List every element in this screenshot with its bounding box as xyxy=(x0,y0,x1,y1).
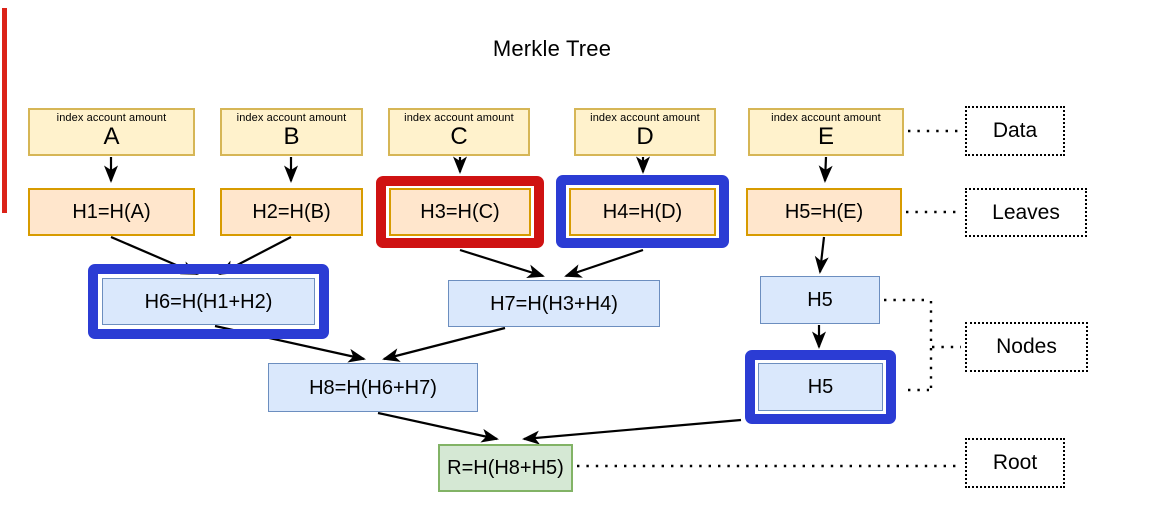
data-block-letter: A xyxy=(103,123,120,150)
arrow-h4-to-h7 xyxy=(564,248,644,278)
data-to-leaf-arrows xyxy=(104,156,833,183)
arrow-h5-to-root xyxy=(522,418,742,445)
data-block-d: index account amount D xyxy=(574,108,716,156)
data-block-header: index account amount xyxy=(56,112,167,124)
node-h8: H8=H(H6+H7) xyxy=(268,363,478,412)
node-to-root-arrows xyxy=(377,411,742,445)
data-block-b: index account amount B xyxy=(220,108,363,156)
data-block-letter: D xyxy=(636,123,654,150)
arrow-h7-to-h8 xyxy=(382,326,506,362)
row-label-root: Root xyxy=(965,438,1065,488)
data-block-header: index account amount xyxy=(404,112,514,124)
leaf-hash-h3: H3=H(C) xyxy=(389,188,531,236)
legend-dotted-connectors xyxy=(577,129,961,468)
arrow-h8-to-root xyxy=(377,411,499,443)
diagram-title: Merkle Tree xyxy=(492,36,612,61)
left-edge-red-bar xyxy=(2,8,7,213)
node-h7: H7=H(H3+H4) xyxy=(448,280,660,327)
data-block-letter: B xyxy=(283,123,300,150)
data-block-header: index account amount xyxy=(590,112,700,124)
data-block-header: index account amount xyxy=(236,112,347,124)
row-label-nodes: Nodes xyxy=(965,322,1088,372)
arrow-h3-to-h7 xyxy=(459,248,545,279)
row-label-data: Data xyxy=(965,106,1065,156)
root-node: R=H(H8+H5) xyxy=(438,444,573,492)
node-h5-upper: H5 xyxy=(760,276,880,324)
data-block-header: index account amount xyxy=(771,112,881,124)
data-block-c: index account amount C xyxy=(388,108,530,156)
row-label-leaves: Leaves xyxy=(965,188,1087,237)
data-block-e: index account amount E xyxy=(748,108,904,156)
data-block-a: index account amount A xyxy=(28,108,195,156)
data-block-letter: C xyxy=(450,123,468,150)
leaf-hash-h2: H2=H(B) xyxy=(220,188,363,236)
arrow-e-to-h5 xyxy=(818,156,833,183)
data-block-letter: E xyxy=(817,123,834,150)
blue-highlight-h4 xyxy=(556,175,729,248)
leaf-hash-h4: H4=H(D) xyxy=(569,188,716,236)
blue-highlight-h5-node xyxy=(745,350,896,424)
node-h5-lower: H5 xyxy=(758,363,883,411)
arrow-h5leaf-to-h5node xyxy=(814,236,829,274)
node-h6: H6=H(H1+H2) xyxy=(102,278,315,325)
leaf-hash-h5: H5=H(E) xyxy=(746,188,902,236)
red-highlight-h3 xyxy=(376,176,544,248)
blue-highlight-h6 xyxy=(88,264,329,339)
leaf-hash-h1: H1=H(A) xyxy=(28,188,195,236)
